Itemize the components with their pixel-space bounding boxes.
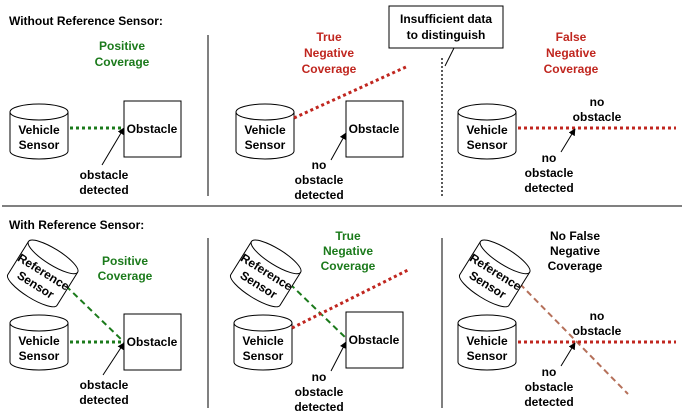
positive-label-line-1: Positive xyxy=(102,254,148,268)
detection-arrow xyxy=(101,127,125,166)
vehicle-sensor-icon: Vehicle Sensor xyxy=(235,103,295,160)
detection-arrow xyxy=(560,342,576,367)
true-negative-label-line-3: Coverage xyxy=(321,259,376,273)
reference-sensor-icon: Reference Sensor xyxy=(6,239,79,308)
no-obstacle-label-line-2: obstacle xyxy=(573,110,622,124)
panel-bottom-no-false-negative: No False Negative Coverage Reference Sen… xyxy=(457,229,676,409)
callout-line-1: Insufficient data xyxy=(400,12,492,26)
svg-text:Obstacle: Obstacle xyxy=(127,122,178,136)
annotation-line-3: detected xyxy=(294,188,343,202)
true-negative-label-line-1: True xyxy=(316,30,342,44)
positive-label-line-2: Coverage xyxy=(98,269,153,283)
annotation-line-1: no xyxy=(542,151,557,165)
insufficient-data-callout: Insufficient data to distinguish xyxy=(388,5,504,67)
panel-top-positive: Positive Coverage Vehicle Sensor Obstacl… xyxy=(9,39,182,197)
annotation-line-2: detected xyxy=(79,183,128,197)
annotation-line-2: obstacle xyxy=(525,380,574,394)
annotation-line-1: obstacle xyxy=(80,378,129,392)
panel-bottom-true-negative: True Negative Coverage Reference Sensor … xyxy=(229,229,409,414)
svg-text:Vehicle: Vehicle xyxy=(466,334,508,348)
vehicle-sensor-icon: Vehicle Sensor xyxy=(457,314,517,371)
vehicle-sensor-icon: Vehicle Sensor xyxy=(457,103,517,160)
annotation-line-2: obstacle xyxy=(295,173,344,187)
true-negative-label-line-1: True xyxy=(335,229,361,243)
no-obstacle-label-line-1: no xyxy=(590,95,605,109)
negative-coverage-ray xyxy=(291,268,409,330)
annotation-line-1: no xyxy=(312,370,327,384)
section-title-with: With Reference Sensor: xyxy=(9,218,144,232)
svg-text:Vehicle: Vehicle xyxy=(244,123,286,137)
annotation-line-2: detected xyxy=(79,393,128,407)
vehicle-sensor-icon: Vehicle Sensor xyxy=(9,103,69,160)
negative-coverage-ray xyxy=(293,64,409,120)
svg-text:Vehicle: Vehicle xyxy=(18,123,60,137)
svg-text:Sensor: Sensor xyxy=(467,138,508,152)
obstacle-box: Obstacle xyxy=(345,100,404,158)
svg-text:Sensor: Sensor xyxy=(467,349,508,363)
callout-line-2: to distinguish xyxy=(407,28,486,42)
detection-arrow xyxy=(330,132,347,161)
annotation-line-3: detected xyxy=(294,400,343,414)
annotation-line-1: obstacle xyxy=(80,168,129,182)
false-negative-label-line-1: False xyxy=(556,30,587,44)
vehicle-sensor-icon: Vehicle Sensor xyxy=(233,314,293,371)
detection-arrow xyxy=(102,342,125,376)
annotation-line-3: detected xyxy=(524,181,573,195)
reference-sensor-ray xyxy=(519,283,629,395)
no-false-negative-label-line-1: No False xyxy=(550,229,600,243)
svg-text:Sensor: Sensor xyxy=(245,138,286,152)
svg-text:Sensor: Sensor xyxy=(19,138,60,152)
annotation-line-2: obstacle xyxy=(295,385,344,399)
svg-text:Vehicle: Vehicle xyxy=(242,334,284,348)
reference-sensor-icon: Reference Sensor xyxy=(458,239,531,308)
annotation-line-1: no xyxy=(542,365,557,379)
panel-top-false-negative: False Negative Coverage Vehicle Sensor n… xyxy=(457,30,676,195)
true-negative-label-line-2: Negative xyxy=(323,244,373,258)
svg-text:Vehicle: Vehicle xyxy=(18,334,60,348)
svg-text:Obstacle: Obstacle xyxy=(349,122,400,136)
svg-text:Sensor: Sensor xyxy=(243,349,284,363)
vehicle-sensor-icon: Vehicle Sensor xyxy=(9,314,69,371)
detection-arrow xyxy=(330,341,347,372)
panel-bottom-positive: Positive Coverage Reference Sensor Vehic… xyxy=(6,239,182,407)
detection-arrow xyxy=(560,128,576,153)
obstacle-box: Obstacle xyxy=(123,313,182,371)
annotation-line-3: detected xyxy=(524,395,573,409)
annotation-line-2: obstacle xyxy=(525,166,574,180)
svg-text:Obstacle: Obstacle xyxy=(349,333,400,347)
no-false-negative-label-line-3: Coverage xyxy=(548,259,603,273)
annotation-line-1: no xyxy=(312,158,327,172)
positive-label-line-2: Coverage xyxy=(95,55,150,69)
true-negative-label-line-2: Negative xyxy=(304,46,354,60)
false-negative-label-line-2: Negative xyxy=(546,46,596,60)
no-obstacle-label-line-1: no xyxy=(590,309,605,323)
obstacle-box: Obstacle xyxy=(345,311,404,369)
true-negative-label-line-3: Coverage xyxy=(302,62,357,76)
no-false-negative-label-line-2: Negative xyxy=(550,244,600,258)
reference-sensor-ray xyxy=(289,283,349,341)
obstacle-box: Obstacle xyxy=(123,100,182,158)
svg-text:Obstacle: Obstacle xyxy=(127,335,178,349)
positive-label-line-1: Positive xyxy=(99,39,145,53)
reference-sensor-icon: Reference Sensor xyxy=(229,239,302,308)
svg-text:Sensor: Sensor xyxy=(19,349,60,363)
false-negative-label-line-3: Coverage xyxy=(544,62,599,76)
svg-text:Vehicle: Vehicle xyxy=(466,123,508,137)
section-title-without: Without Reference Sensor: xyxy=(9,14,163,28)
no-obstacle-label-line-2: obstacle xyxy=(573,324,622,338)
reference-sensor-ray xyxy=(65,285,125,343)
panel-top-true-negative: True Negative Coverage Vehicle Sensor Ob… xyxy=(235,30,409,202)
